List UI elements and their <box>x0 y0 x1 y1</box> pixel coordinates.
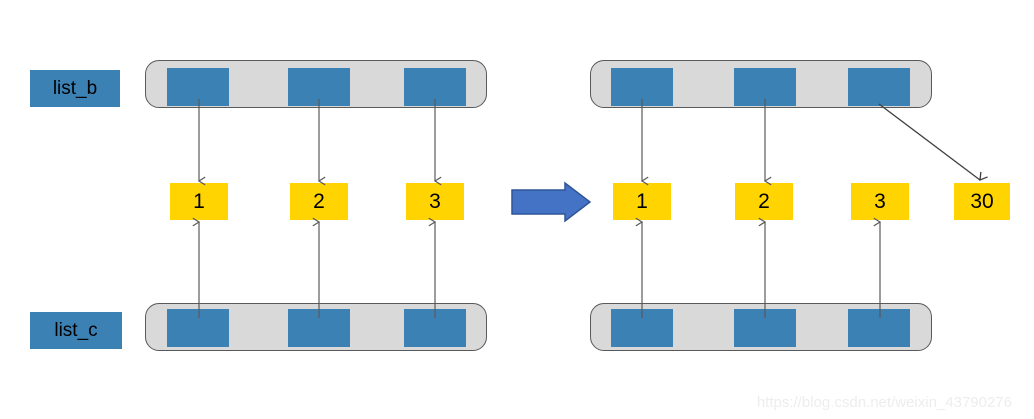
after-arrow-b-to-value-30 <box>878 103 988 182</box>
before-list-c-cell-0 <box>167 309 229 347</box>
after-list-c-cell-2 <box>848 309 910 347</box>
after-value-text-2: 3 <box>874 189 886 213</box>
before-value-text-0: 1 <box>193 189 205 213</box>
before-value-text-2: 3 <box>429 189 441 213</box>
label-list-c: list_c <box>30 312 122 349</box>
after-list-b-cell-2 <box>848 68 910 106</box>
after-value-box-2: 3 <box>851 183 909 220</box>
after-list-c-cell-0 <box>611 309 673 347</box>
after-value-text-1: 2 <box>758 189 770 213</box>
after-value-box-0: 1 <box>613 183 671 220</box>
before-list-b-cell-1 <box>288 68 350 106</box>
after-value-box-1: 2 <box>735 183 793 220</box>
before-value-box-0: 1 <box>170 183 228 220</box>
before-value-box-1: 2 <box>290 183 348 220</box>
before-list-c-cell-2 <box>404 309 466 347</box>
before-list-c-cell-1 <box>288 309 350 347</box>
label-list-b-text: list_b <box>52 77 98 99</box>
after-list-c-cell-1 <box>734 309 796 347</box>
after-value-text-3: 30 <box>970 189 994 213</box>
after-value-box-3: 30 <box>954 183 1010 220</box>
after-value-text-0: 1 <box>636 189 648 213</box>
watermark-text: https://blog.csdn.net/weixin_43790276 <box>756 394 1012 411</box>
before-list-b-cell-2 <box>404 68 466 106</box>
transition-right-arrow-icon <box>511 181 592 223</box>
after-list-b-cell-1 <box>734 68 796 106</box>
before-list-b-cell-0 <box>167 68 229 106</box>
before-value-box-2: 3 <box>406 183 464 220</box>
before-value-text-1: 2 <box>313 189 325 213</box>
label-list-c-text: list_c <box>54 319 98 341</box>
label-list-b: list_b <box>30 70 120 107</box>
after-list-b-cell-0 <box>611 68 673 106</box>
